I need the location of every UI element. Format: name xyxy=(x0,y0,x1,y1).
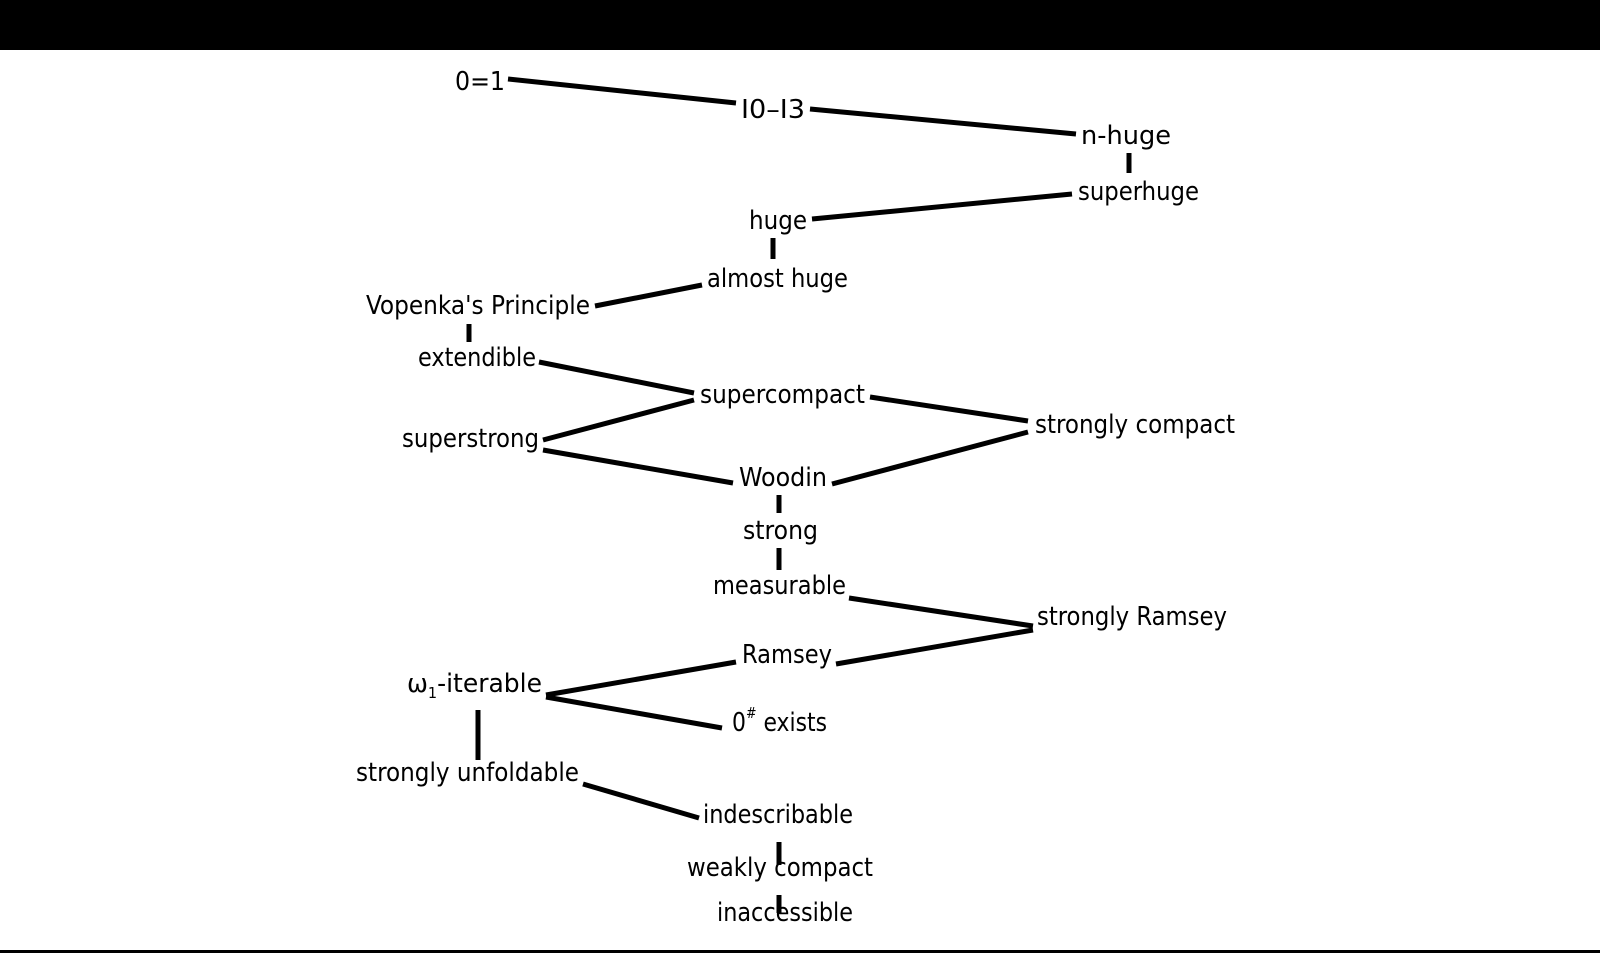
edge-i0-i3-to-n-huge xyxy=(809,106,1077,137)
edge-superhuge-to-huge xyxy=(811,191,1073,222)
node-huge: huge xyxy=(749,206,807,236)
node-ramsey: Ramsey xyxy=(742,640,832,670)
edge-supercompact-to-superstrong xyxy=(542,397,695,443)
node-weakly-compact: weakly compact xyxy=(687,853,873,883)
edge-measurable-to-strongly-ramsey xyxy=(848,595,1034,629)
top-black-bar xyxy=(0,0,1600,50)
edge-zero-one-to-i0-i3 xyxy=(507,76,737,106)
node-supercompact: supercompact xyxy=(700,380,865,410)
edge-ramsey-to-omega1-iterable xyxy=(545,659,737,698)
node-i0-i3: I0–I3 xyxy=(741,95,805,125)
bottom-rule xyxy=(0,950,1600,953)
node-zero-one: 0=1 xyxy=(455,67,505,97)
node-strongly-compact: strongly compact xyxy=(1035,410,1235,440)
node-inaccessible: inaccessible xyxy=(717,898,853,928)
node-woodin: Woodin xyxy=(739,463,827,493)
node-strong: strong xyxy=(743,516,818,546)
node-almost-huge: almost huge xyxy=(707,264,848,294)
node-strongly-unfoldable: strongly unfoldable xyxy=(356,758,579,788)
node-superhuge: superhuge xyxy=(1078,177,1199,207)
edge-supercompact-to-strongly-compact xyxy=(869,394,1029,424)
node-strongly-ramsey: strongly Ramsey xyxy=(1037,602,1227,632)
node-indescribable: indescribable xyxy=(703,800,853,830)
label-group: 0=1I0–I3 n-huge superhuge huge almost hugeVo… xyxy=(356,67,1235,928)
node-zero-sharp: 0# exists xyxy=(732,704,827,738)
edge-omega1-iterable-to-zero-sharp xyxy=(545,694,723,731)
edge-strongly-ramsey-to-ramsey xyxy=(835,627,1034,667)
edge-strongly-unfoldable-to-indescribable xyxy=(582,781,700,821)
node-extendible: extendible xyxy=(418,343,536,373)
node-omega1-iterable: ω1-iterable xyxy=(407,669,542,702)
edge-superstrong-to-woodin xyxy=(542,447,734,486)
edge-extendible-to-supercompact xyxy=(538,359,695,396)
edge-almost-huge-to-vopenka xyxy=(594,282,703,309)
node-n-huge: n-huge xyxy=(1081,121,1171,151)
node-measurable: measurable xyxy=(713,571,846,601)
edge-strongly-compact-to-woodin xyxy=(831,429,1029,487)
edge-group xyxy=(466,76,1132,913)
node-superstrong: superstrong xyxy=(402,424,539,454)
node-vopenka: Vopenka's Principle xyxy=(366,291,590,321)
